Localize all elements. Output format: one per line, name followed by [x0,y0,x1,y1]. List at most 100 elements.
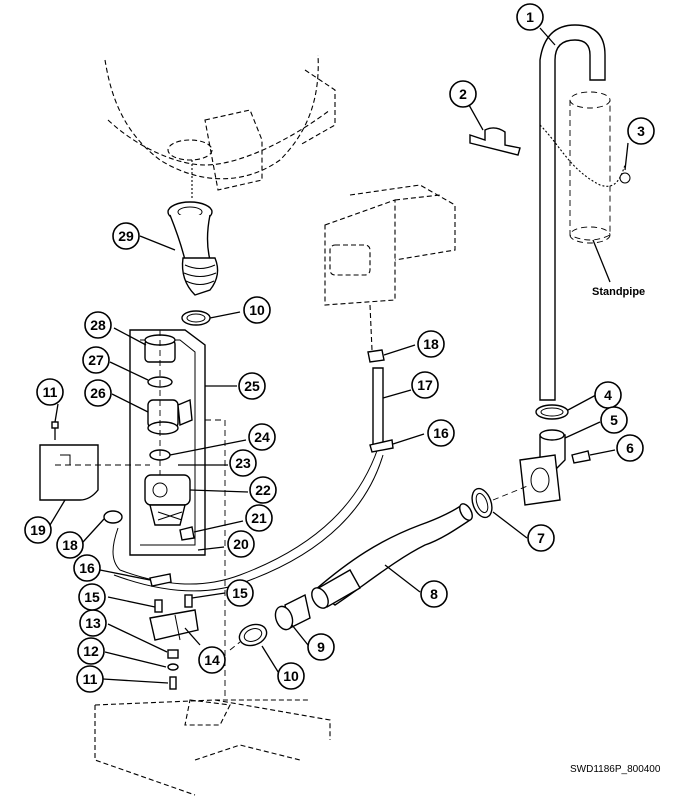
clip-part-18-lower [103,510,123,524]
callout-20: 20 [227,530,255,558]
callout-26: 26 [84,379,112,407]
callout-19: 19 [24,516,52,544]
pump-inlet-part-28 [144,334,176,363]
svg-text:3: 3 [637,123,645,139]
svg-text:16: 16 [79,560,95,576]
svg-text:10: 10 [283,668,299,684]
air-tube-part-17 [112,367,384,592]
svg-text:12: 12 [83,643,99,659]
svg-text:25: 25 [244,378,260,394]
svg-text:21: 21 [251,510,267,526]
svg-text:11: 11 [83,671,98,687]
callout-25: 25 [238,372,266,400]
svg-text:26: 26 [90,385,106,401]
drawing-code: SWD1186P_800400 [570,764,661,775]
cover-plate-part-19 [39,444,99,501]
svg-text:16: 16 [433,425,449,441]
callout-6: 6 [616,434,644,462]
callout-4: 4 [594,381,622,409]
callout-15-right: 15 [226,579,254,607]
fitting-part-21 [179,526,195,541]
callout-leaders [49,27,629,684]
nut-part-13 [167,649,179,659]
svg-text:23: 23 [235,455,251,471]
callout-1: 1 [516,3,544,31]
callout-14: 14 [198,646,226,674]
drain-hose-part-8 [311,503,473,609]
callout-24: 24 [248,423,276,451]
screw-part-15-right [184,594,193,608]
bracket-part-14 [149,609,199,641]
svg-text:2: 2 [459,86,467,102]
hose-clamp-part-4 [535,404,569,420]
svg-text:7: 7 [537,530,545,546]
svg-text:19: 19 [30,522,46,538]
svg-text:18: 18 [62,537,78,553]
callout-11-lower: 11 [76,665,104,693]
callout-22: 22 [249,476,277,504]
callout-18-upper: 18 [417,330,445,358]
svg-text:18: 18 [423,336,439,352]
svg-text:29: 29 [118,228,134,244]
svg-text:6: 6 [626,440,634,456]
callout-15-left: 15 [78,583,106,611]
svg-text:5: 5 [610,412,618,428]
base-frame [94,699,331,796]
screw-part-11-upper [51,421,59,440]
clip-part-18-upper [367,349,385,363]
standpipe-label: Standpipe [592,286,645,298]
callout-5: 5 [600,406,628,434]
callout-2: 2 [449,80,477,108]
drain-elbow-part-5 [519,429,591,506]
pump-housing-module [324,184,456,351]
tie-part-16-lower [149,573,172,587]
svg-text:24: 24 [254,429,270,445]
hose-coupling-part-9 [274,593,311,631]
svg-text:4: 4 [604,387,612,403]
callout-17: 17 [411,371,439,399]
svg-text:22: 22 [255,482,271,498]
pump-part-22 [144,474,191,526]
callout-29: 29 [112,222,140,250]
hose-clamp-part-7 [471,487,493,519]
svg-text:9: 9 [317,639,325,655]
svg-text:14: 14 [204,652,220,668]
callout-28: 28 [84,311,112,339]
valve-part-26 [147,398,193,435]
callout-10-upper: 10 [243,296,271,324]
svg-text:10: 10 [249,302,265,318]
tub-outline [104,54,336,200]
callout-12: 12 [77,637,105,665]
svg-text:8: 8 [430,586,438,602]
callout-16-upper: 16 [427,419,455,447]
callout-13: 13 [79,609,107,637]
svg-text:15: 15 [84,589,100,605]
screw-part-11-lower [169,676,177,690]
callout-8: 8 [420,580,448,608]
callout-18-lower: 18 [56,531,84,559]
hose-clamp-part-10-upper [181,310,211,326]
svg-text:13: 13 [85,615,101,631]
tie-part-16-upper [369,439,394,453]
callout-7: 7 [527,524,555,552]
svg-text:28: 28 [90,317,106,333]
bellows-hose-part-29 [167,201,219,296]
svg-text:15: 15 [232,585,248,601]
svg-text:11: 11 [43,384,58,400]
callout-9: 9 [307,633,335,661]
clip-part-2 [469,127,521,156]
callout-23: 23 [229,449,257,477]
svg-text:1: 1 [526,9,534,25]
hose-clamp-part-10-lower [238,623,268,647]
callout-27: 27 [82,346,110,374]
callout-16-lower: 16 [73,554,101,582]
callout-3: 3 [627,117,655,145]
callout-11-upper: 11 [36,378,64,406]
callout-21: 21 [245,504,273,532]
svg-text:20: 20 [233,536,249,552]
svg-text:27: 27 [88,352,104,368]
callout-10-lower: 10 [277,662,305,690]
washer-part-12 [167,663,179,671]
standpipe-assembly [539,24,631,401]
